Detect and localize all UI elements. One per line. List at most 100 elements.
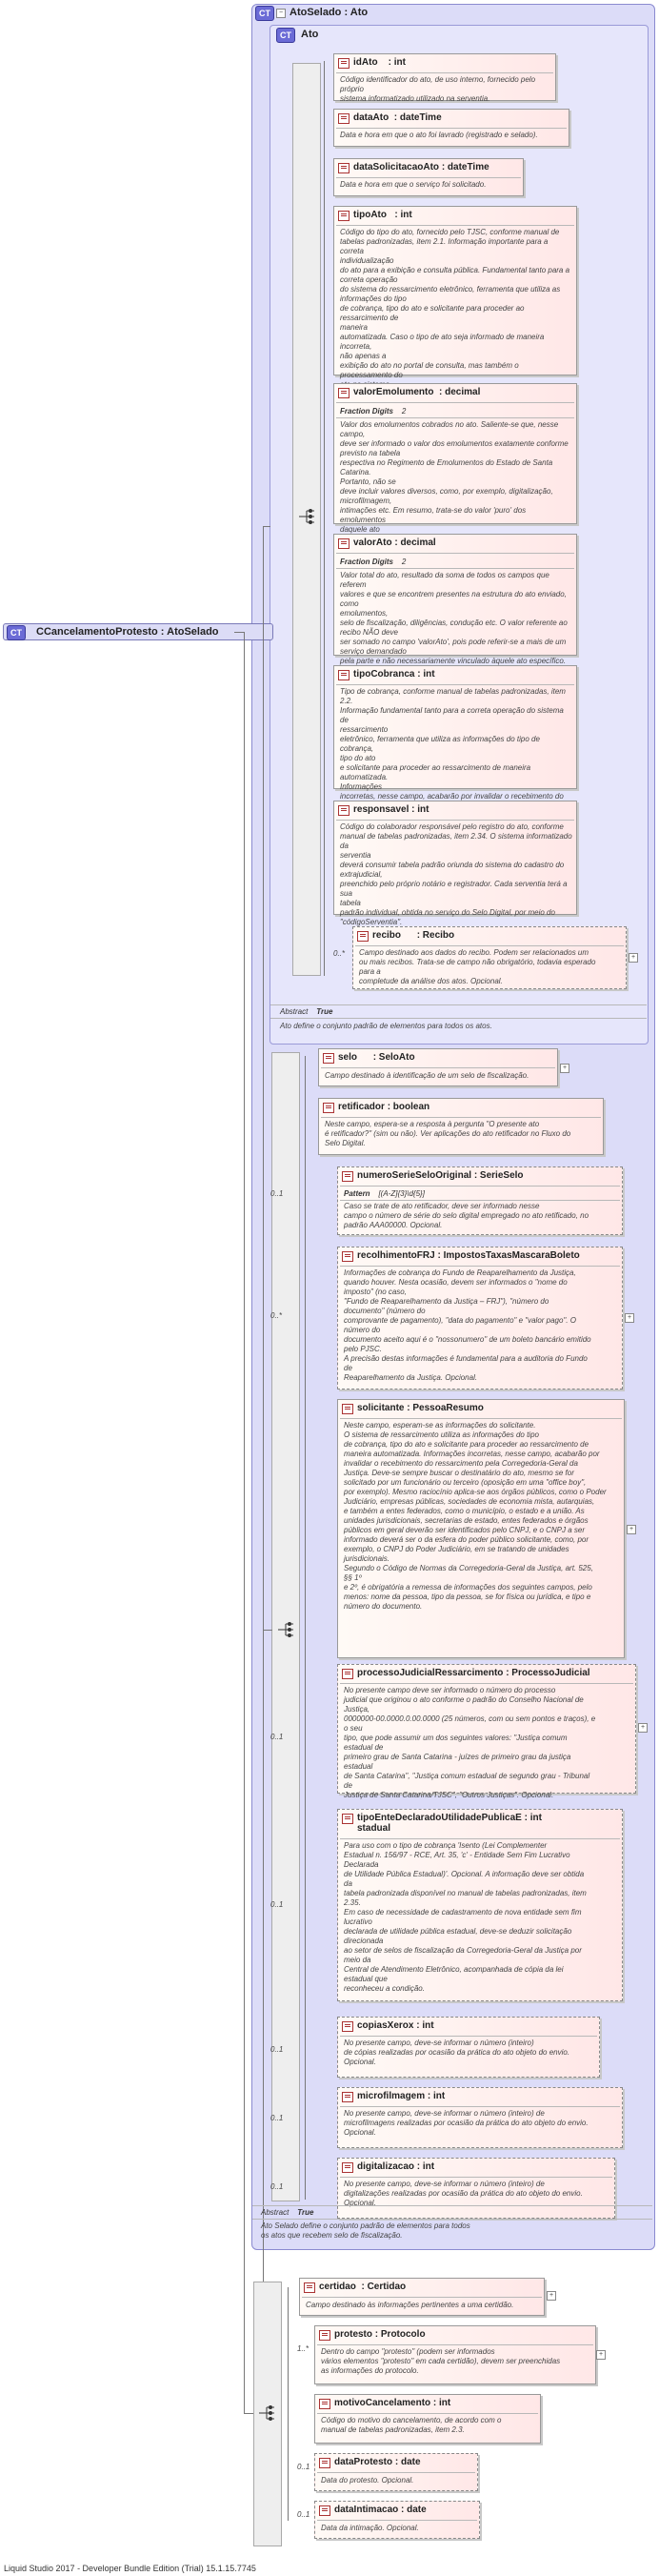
element-icon <box>342 2162 353 2173</box>
element-type: : int <box>427 2091 446 2101</box>
element-icon <box>338 538 349 549</box>
element-icon <box>342 1404 353 1414</box>
element-icon <box>342 2021 353 2032</box>
element-doc: Neste campo, espera-se a resposta à perg… <box>325 1120 571 1147</box>
element-type: : int <box>432 2398 451 2408</box>
element-icon <box>338 211 349 221</box>
element-doc: Data do protesto. Opcional. <box>321 2476 414 2485</box>
connector <box>244 632 245 2414</box>
element-digitalizacao[interactable]: digitalizacao : int No presente campo, d… <box>337 2158 615 2219</box>
element-type: : int <box>417 669 435 679</box>
element-retificador[interactable]: retificador : boolean Neste campo, esper… <box>318 1098 604 1155</box>
element-name: dataSolicitacaoAto <box>353 162 440 172</box>
expand-toggle[interactable]: + <box>596 2350 606 2360</box>
element-dataintimacao[interactable]: dataIntimacao : date Data da intimação. … <box>314 2501 480 2539</box>
element-solicitante[interactable]: solicitante : PessoaResumo Neste campo, … <box>337 1399 625 1658</box>
element-copiasxerox[interactable]: copiasXerox : int No presente campo, dev… <box>337 2017 600 2078</box>
element-recolhimentofrj[interactable]: recolhimentoFRJ : ImpostosTaxasMascaraBo… <box>337 1247 623 1389</box>
multiplicity: 0..1 <box>270 1733 284 1741</box>
multiplicity: 1..* <box>297 2344 310 2353</box>
element-icon <box>319 2399 330 2409</box>
element-type: : ProcessoJudicial <box>506 1668 590 1678</box>
element-name: microfilmagem <box>357 2091 426 2101</box>
sequence-icon <box>278 1622 293 1637</box>
element-name: dataIntimacao <box>334 2505 399 2515</box>
element-dataato[interactable]: dataAto : dateTime Data e hora em que o … <box>333 109 569 147</box>
element-tipocobranca[interactable]: tipoCobranca : int Tipo de cobrança, con… <box>333 665 577 820</box>
connector <box>263 526 270 527</box>
element-type: : decimal <box>394 538 436 548</box>
collapse-toggle[interactable]: − <box>276 9 286 18</box>
element-microfilmagem[interactable]: microfilmagem : int No presente campo, d… <box>337 2087 623 2148</box>
element-recibo[interactable]: recibo : Recibo Campo destinado aos dado… <box>352 926 627 989</box>
element-selo[interactable]: selo : SeloAto Campo destinado à identif… <box>318 1048 558 1086</box>
facet: Pattern [(A-Z]{3}\d{5}] <box>344 1189 425 1198</box>
element-doc: Data e hora em que o ato foi lavrado (re… <box>340 131 538 139</box>
atoselado-doc: Ato Selado define o conjunto padrão de e… <box>261 2221 470 2240</box>
element-name: dataAto <box>353 112 389 123</box>
element-valoremolumento[interactable]: valorEmolumento : decimal Fraction Digit… <box>333 383 577 543</box>
element-responsavel[interactable]: responsavel : int Código do colaborador … <box>333 801 577 926</box>
element-doc: Código identificador do ato, de uso inte… <box>340 75 536 103</box>
cancelamento-sequence-bar <box>253 2282 282 2546</box>
expand-toggle[interactable]: + <box>638 1723 648 1733</box>
element-type: : Protocolo <box>374 2329 426 2340</box>
connector <box>263 526 264 2299</box>
connector <box>324 61 325 976</box>
expand-toggle[interactable]: + <box>629 953 638 963</box>
sequence-icon <box>299 509 314 524</box>
element-name-continued: stadual <box>357 1823 391 1834</box>
element-datasolicitacaoato[interactable]: dataSolicitacaoAto : dateTime Data e hor… <box>333 158 524 196</box>
element-icon <box>342 1814 353 1824</box>
element-name: valorAto <box>353 538 392 548</box>
connector <box>305 1056 306 2200</box>
element-name: retificador <box>338 1102 385 1112</box>
connector <box>263 1630 272 1631</box>
element-name: processoJudicialRessarcimento <box>357 1668 504 1678</box>
element-type: : int <box>388 57 406 68</box>
element-icon <box>342 1171 353 1182</box>
connector <box>288 2287 289 2521</box>
element-name: dataProtesto <box>334 2457 393 2467</box>
element-name: recibo <box>372 930 402 941</box>
expand-toggle[interactable]: + <box>560 1064 569 1073</box>
expand-toggle[interactable]: + <box>625 1313 634 1323</box>
element-icon <box>319 2330 330 2341</box>
multiplicity: 0..1 <box>270 2182 284 2191</box>
element-icon <box>319 2505 330 2516</box>
element-motivocancelamento[interactable]: motivoCancelamento : int Código do motiv… <box>314 2394 541 2444</box>
multiplicity: 0..* <box>333 949 346 958</box>
element-doc: Código do motivo do cancelamento, de aco… <box>321 2416 502 2434</box>
connector <box>234 632 244 633</box>
element-tipoentedeclaradoutilidadepublicaestadual[interactable]: tipoEnteDeclaradoUtilidadePublicaE : int… <box>337 1809 623 2001</box>
element-icon <box>304 2282 315 2293</box>
element-dataprotesto[interactable]: dataProtesto : date Data do protesto. Op… <box>314 2453 478 2491</box>
element-idato[interactable]: idAto : int Código identificador do ato,… <box>333 53 556 103</box>
root-element[interactable]: CT CCancelamentoProtesto : AtoSelado <box>3 623 273 640</box>
element-certidao[interactable]: certidao : Certidao Campo destinado às i… <box>299 2278 545 2316</box>
element-type: : int <box>524 1813 542 1823</box>
element-type: : Recibo <box>416 930 455 941</box>
element-icon <box>323 1103 334 1113</box>
element-tipoato[interactable]: tipoAto : int Código do tipo do ato, for… <box>333 206 577 398</box>
element-name: certidao <box>319 2282 356 2292</box>
facet: Fraction Digits 2 <box>340 407 407 416</box>
element-protesto[interactable]: protesto : Protocolo Dentro do campo "pr… <box>314 2325 596 2384</box>
element-icon <box>342 1251 353 1262</box>
element-processojudicialressarcimento[interactable]: processoJudicialRessarcimento : Processo… <box>337 1664 636 1799</box>
expand-toggle[interactable]: + <box>547 2291 556 2301</box>
element-doc: Neste campo, esperam-se as informações d… <box>344 1421 607 1611</box>
element-type: : int <box>394 210 412 220</box>
element-numeroserieselooriginal[interactable]: numeroSerieSeloOriginal : SerieSelo Patt… <box>337 1166 623 1235</box>
element-icon <box>338 163 349 173</box>
element-name: selo <box>338 1052 358 1063</box>
multiplicity: 0..1 <box>270 1900 284 1909</box>
element-doc: Data e hora em que o serviço foi solicit… <box>340 180 487 189</box>
multiplicity: 0..1 <box>270 2114 284 2122</box>
element-valorato[interactable]: valorAto : decimal Fraction Digits 2 Val… <box>333 534 577 665</box>
complex-type-icon: CT <box>255 6 274 21</box>
element-icon <box>338 670 349 680</box>
element-icon <box>338 58 349 69</box>
element-name: recolhimentoFRJ <box>357 1250 435 1261</box>
expand-toggle[interactable]: + <box>627 1525 636 1534</box>
